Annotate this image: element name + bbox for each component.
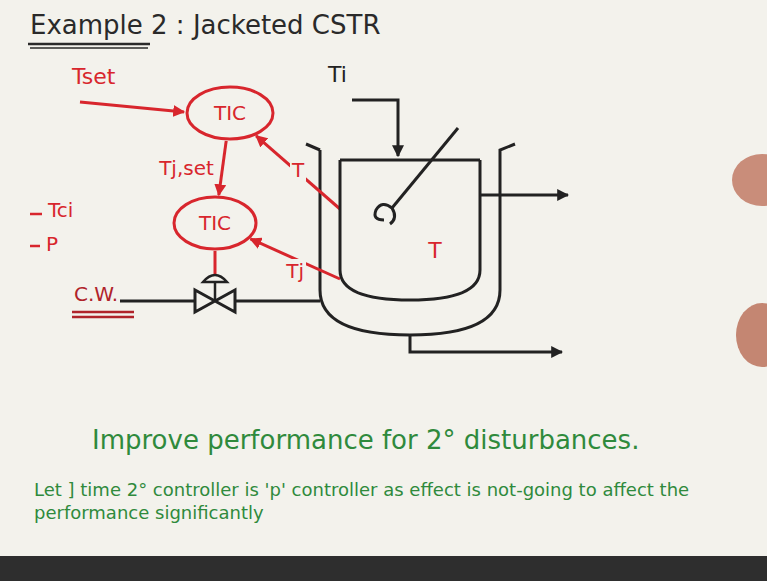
signal-label: T	[290, 158, 306, 182]
node-outline	[340, 160, 480, 300]
node-label: TIC	[199, 211, 231, 235]
outlet-stream	[480, 194, 568, 197]
hand	[736, 303, 767, 367]
node-label: T	[428, 238, 441, 263]
control-valve	[195, 290, 235, 312]
controller-outline	[187, 87, 273, 139]
underline	[28, 43, 150, 46]
stream-label: C.W.	[74, 282, 118, 306]
setpoint-label: Tset	[72, 64, 115, 89]
valve-stem	[214, 282, 217, 301]
setpoint-arrow	[80, 102, 184, 112]
signal-line	[214, 251, 217, 276]
title: Example 2 : Jacketed CSTR	[30, 10, 380, 40]
note: Let ] time 2° controller is 'p' controll…	[34, 478, 734, 525]
cooling-jacket	[306, 144, 320, 150]
underline	[30, 47, 148, 49]
feed-stream	[352, 100, 398, 156]
note: Improve performance for 2° disturbances.	[92, 424, 742, 458]
disturbance-label: P	[46, 232, 58, 256]
reactor-vessel: T	[340, 160, 480, 300]
frame-band	[0, 556, 767, 581]
agitator-shaft	[392, 128, 458, 208]
underline	[72, 316, 134, 319]
jacket-outlet	[410, 335, 562, 352]
controller-circle: TIC	[185, 85, 275, 141]
signal-connector	[219, 141, 226, 195]
impeller	[375, 204, 395, 224]
hand	[732, 154, 767, 206]
stream-label: Ti	[328, 62, 347, 87]
mark	[30, 213, 42, 216]
node-label: TIC	[214, 101, 246, 125]
valve-actuator	[203, 275, 227, 282]
signal-connector	[256, 136, 340, 209]
controller-outline	[174, 197, 256, 249]
signal-label: Tj,set	[157, 156, 216, 180]
vessel-outline	[340, 160, 480, 300]
mark	[30, 245, 40, 248]
underline	[72, 311, 134, 314]
signal-label: Tj	[284, 259, 306, 283]
cooling-water-line	[120, 300, 195, 303]
cooling-water-line	[235, 300, 320, 303]
disturbance-label: Tci	[48, 198, 73, 222]
controller-circle: TIC	[172, 195, 258, 251]
cooling-jacket	[320, 144, 515, 335]
